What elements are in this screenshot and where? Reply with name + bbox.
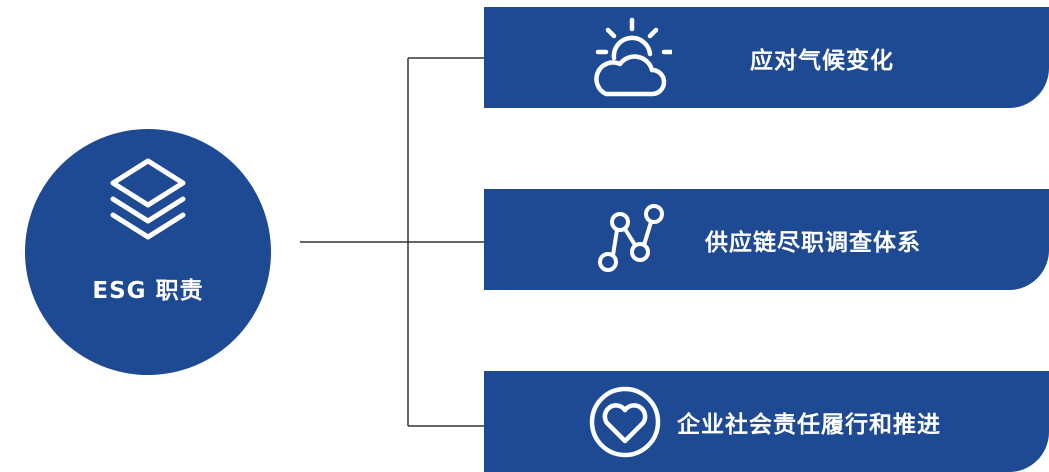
hub-label: ESG 职责: [92, 278, 204, 304]
heart-circle-icon: [589, 386, 661, 457]
item-label-supply-chain: 供应链尽职调查体系: [705, 229, 921, 256]
layers-icon: [110, 158, 186, 240]
item-supply-chain: 供应链尽职调查体系: [484, 189, 1049, 290]
esg-hub-circle: ESG 职责: [25, 129, 271, 375]
item-label-csr: 企业社会责任履行和推进: [677, 411, 941, 438]
item-label-climate: 应对气候变化: [750, 47, 894, 74]
weather-cloud-sun-icon: [594, 17, 672, 96]
network-nodes-icon: [598, 203, 664, 272]
item-csr: 企业社会责任履行和推进: [484, 371, 1049, 472]
item-climate-change: 应对气候变化: [484, 7, 1049, 108]
